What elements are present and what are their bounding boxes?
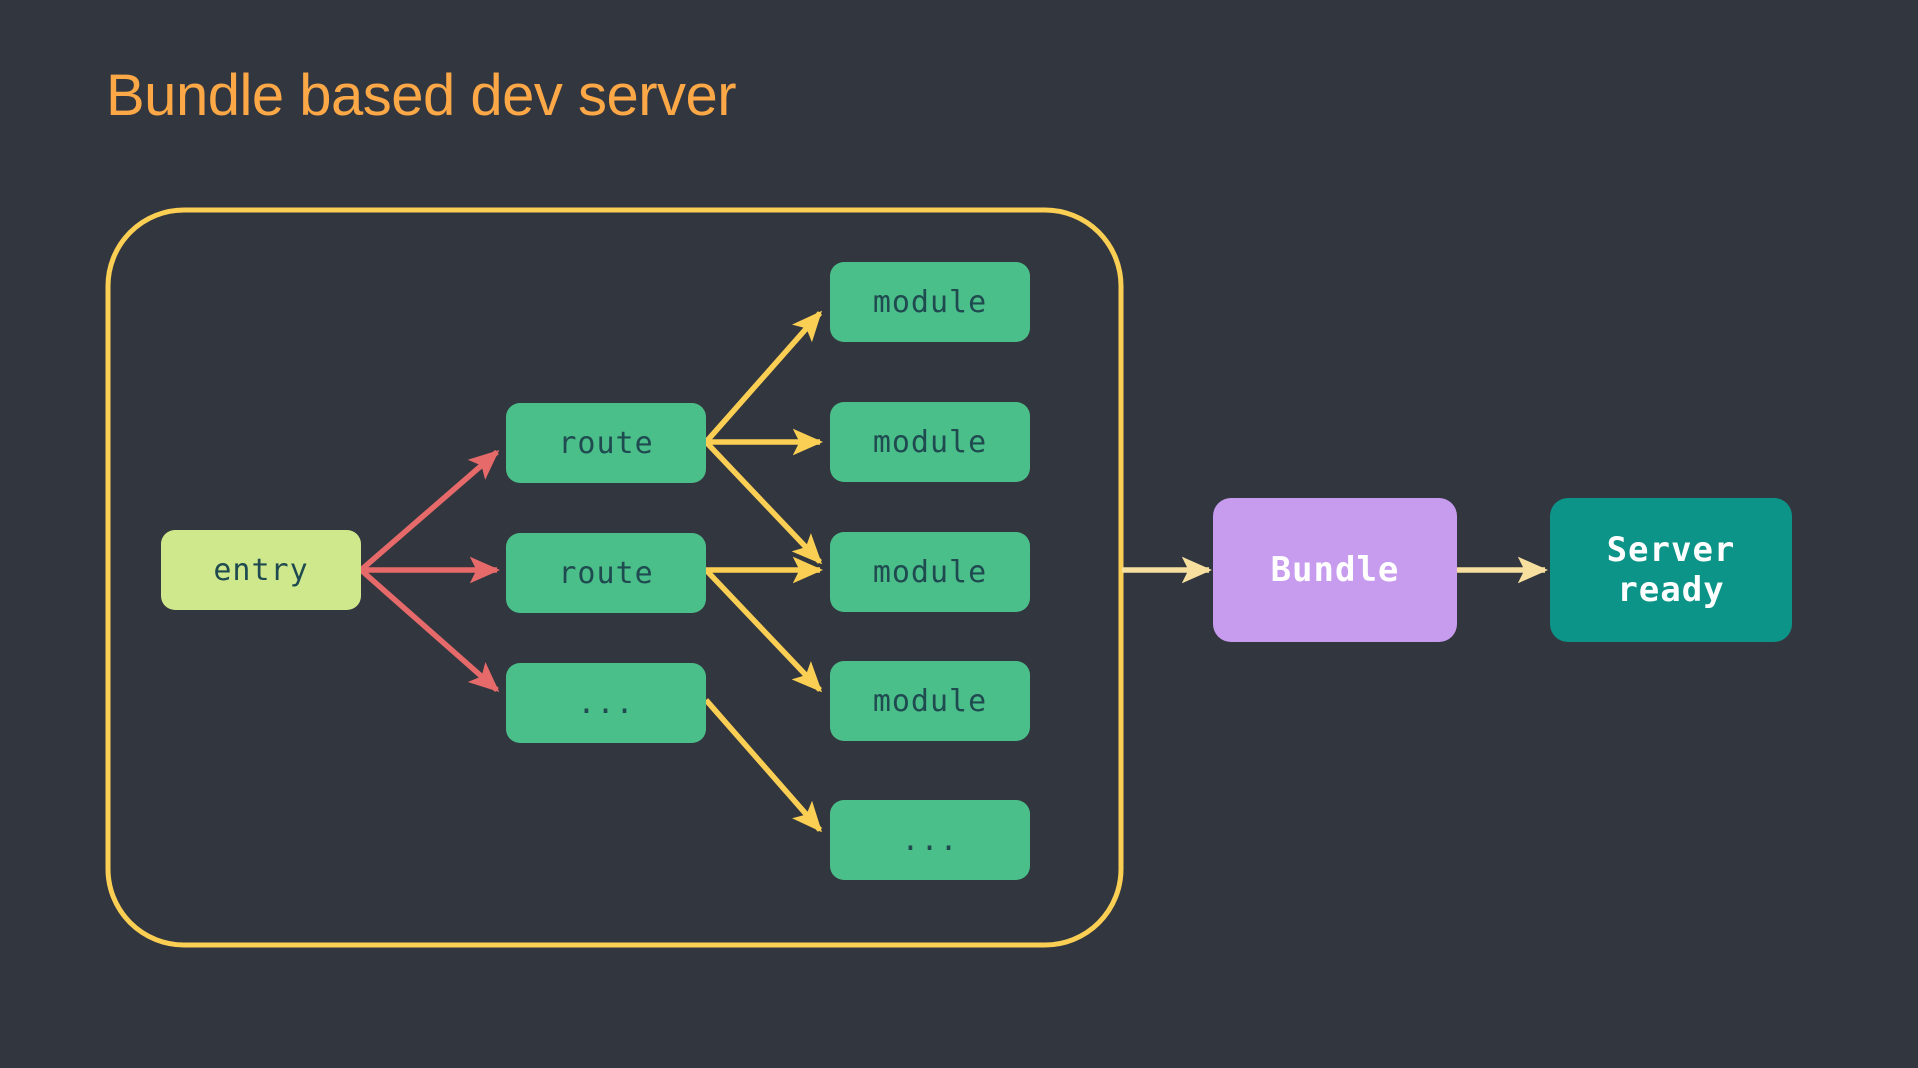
node-bundle-label: Bundle [1270,549,1400,590]
node-server-ready-line-1: Server [1606,529,1736,570]
node-module-3[interactable]: module [830,532,1030,612]
node-route-1[interactable]: route [506,403,706,483]
edge-entry-route-3 [359,567,500,693]
node-module-2-label: module [872,424,988,460]
node-module-1[interactable]: module [830,262,1030,342]
node-module-2[interactable]: module [830,402,1030,482]
node-module-4[interactable]: module [830,661,1030,741]
node-entry-label: entry [213,552,309,588]
node-module-1-label: module [872,284,988,320]
node-server-ready-line-2: ready [1617,570,1725,610]
node-module-5-label: ... [901,822,959,858]
edge-route-3-module-5 [703,698,823,833]
node-route-2-label: route [558,555,654,591]
node-entry[interactable]: entry [161,530,361,610]
dev-server-boundary [105,207,1124,948]
node-route-3[interactable]: ... [506,663,706,743]
node-module-5[interactable]: ... [830,800,1030,880]
node-module-4-label: module [872,683,988,719]
node-route-1-label: route [558,425,654,461]
edge-entry-route-1 [359,449,500,573]
node-bundle[interactable]: Bundle [1213,498,1457,642]
edge-route-2-module-4 [704,568,823,693]
node-module-3-label: module [872,554,988,590]
edge-route-1-module-1 [703,310,823,444]
edge-route-1-module-3 [704,440,823,565]
page-title: Bundle based dev server [106,63,737,128]
node-route-2[interactable]: route [506,533,706,613]
node-server-ready[interactable]: Server ready [1550,498,1792,642]
node-route-3-label: ... [577,685,635,721]
